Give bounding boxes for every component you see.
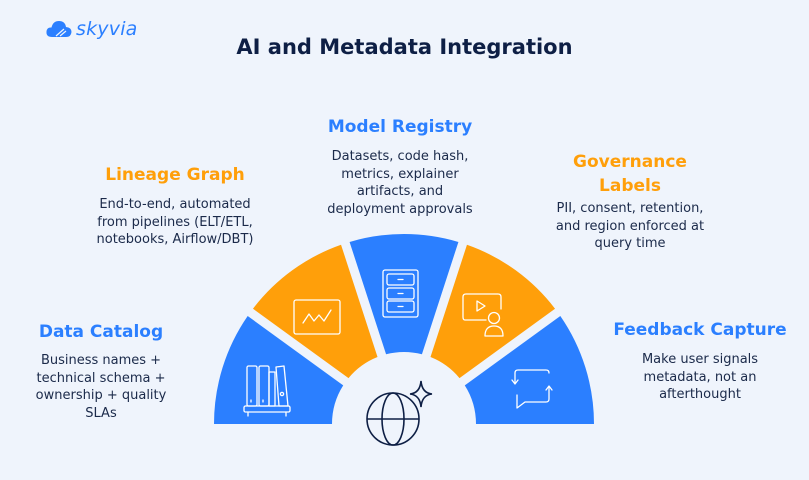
bookshelf-icon xyxy=(243,365,291,417)
data-catalog-description: Business names +technical schema +owners… xyxy=(35,353,167,421)
brand-logo: skyvia xyxy=(46,18,138,40)
data-catalog-block: Data Catalog Business names +technical s… xyxy=(20,320,182,422)
segment-model-registry xyxy=(349,233,459,355)
lineage-graph-title: Lineage Graph xyxy=(105,165,245,185)
brand-name: skyvia xyxy=(76,18,138,40)
video-presenter-icon xyxy=(462,293,504,337)
model-registry-title: Model Registry xyxy=(327,117,473,137)
feedback-loop-icon xyxy=(511,369,553,409)
segment-governance-labels xyxy=(430,244,556,379)
line-chart-icon xyxy=(293,299,341,335)
file-cabinet-icon xyxy=(382,269,419,318)
model-registry-block: Model Registry Datasets, code hash,metri… xyxy=(305,115,495,218)
globe-sparkle-icon xyxy=(366,380,433,446)
cloud-icon xyxy=(46,21,72,37)
feedback-capture-title: Feedback Capture xyxy=(613,320,787,340)
segment-lineage-graph xyxy=(252,244,378,379)
governance-labels-description: PII, consent, retention,and region enfor… xyxy=(555,201,705,251)
page-title: AI and Metadata Integration xyxy=(236,35,573,59)
segment-data-catalog xyxy=(214,315,344,424)
data-catalog-title: Data Catalog xyxy=(38,322,164,342)
